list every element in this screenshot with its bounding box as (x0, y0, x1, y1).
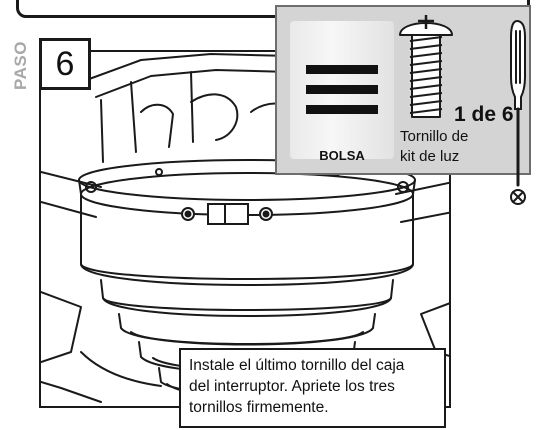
screw-name-line: Tornillo de (400, 128, 469, 145)
bag-marking-bar (306, 65, 378, 74)
screw-name: Tornillo de kit de luz (400, 127, 510, 167)
bag-marking-bar (306, 105, 378, 114)
paso-label: PASO (11, 41, 30, 90)
screw-name-line: kit de luz (400, 148, 460, 165)
instruction-line: Instale el último tornillo del caja (189, 357, 405, 374)
step-number-box: 6 (39, 38, 91, 90)
phillips-screwdriver-icon (510, 19, 526, 205)
parts-panel: BOLSA 1 de 6 Tornillo de kit de luz (275, 5, 531, 175)
instruction-caption: Instale el último tornillo del caja del … (179, 348, 446, 428)
instruction-line: del interruptor. Apriete los tres (189, 378, 395, 395)
screw-quantity: 1 de 6 (454, 103, 514, 126)
parts-bag (290, 21, 394, 159)
screw-icon (399, 15, 453, 118)
instruction-line: tornillos firmemente. (189, 399, 329, 416)
bag-label: BOLSA (319, 148, 365, 163)
bag-marking-bar (306, 85, 378, 94)
step-number: 6 (55, 44, 75, 83)
